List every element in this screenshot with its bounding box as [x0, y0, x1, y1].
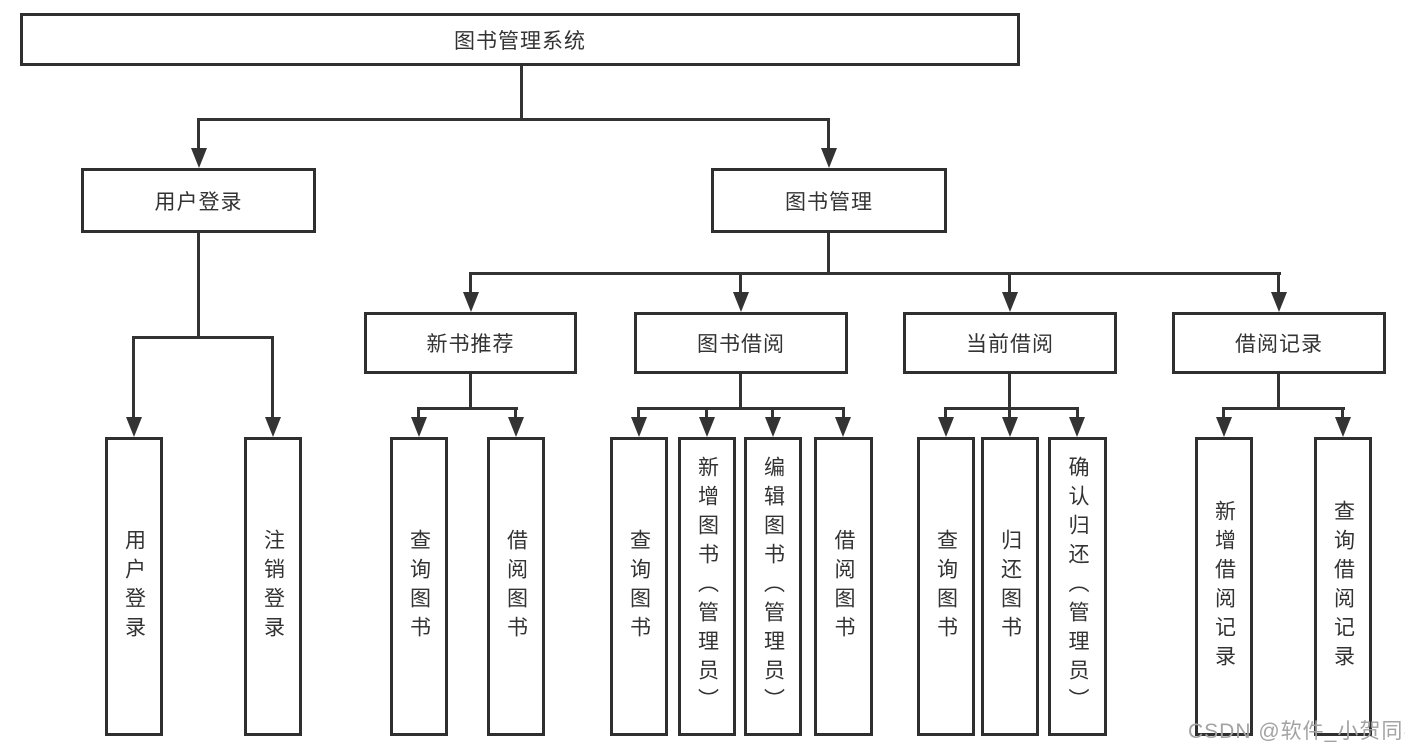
connector-line: [469, 272, 472, 296]
connector-line: [469, 272, 1281, 275]
arrow-down-icon: [1002, 417, 1018, 437]
arrow-down-icon: [411, 417, 427, 437]
arrow-down-icon: [126, 417, 142, 437]
connector-line: [944, 407, 1079, 410]
node-current-borrow: 当前借阅: [903, 312, 1117, 374]
leaf-logout: 注销登录: [244, 437, 302, 736]
arrow-down-icon: [265, 417, 281, 437]
leaf-records-add-record: 新增借阅记录: [1195, 437, 1253, 736]
node-book-borrow: 图书借阅: [634, 312, 848, 374]
leaf-borrow-add-book-admin: 新增图书（管理员）: [678, 437, 736, 736]
node-new-book-recommend: 新书推荐: [364, 312, 577, 374]
connector-line: [1008, 407, 1011, 421]
connector-line: [1222, 407, 1225, 421]
arrow-down-icon: [1002, 292, 1018, 312]
connector-line: [417, 407, 518, 410]
connector-line: [827, 233, 830, 272]
connector-line: [771, 407, 774, 421]
connector-line: [827, 118, 830, 152]
connector-line: [944, 407, 947, 421]
leaf-current-return-book: 归还图书: [981, 437, 1039, 736]
connector-line: [739, 272, 742, 296]
leaf-newbook-query-book: 查询图书: [390, 437, 448, 736]
arrow-down-icon: [1335, 417, 1351, 437]
leaf-borrow-edit-book-admin: 编辑图书（管理员）: [744, 437, 802, 736]
node-borrow-records: 借阅记录: [1172, 312, 1386, 374]
connector-line: [1277, 374, 1280, 407]
arrow-down-icon: [821, 148, 837, 168]
connector-line: [469, 374, 472, 407]
arrow-down-icon: [631, 417, 647, 437]
connector-line: [197, 118, 200, 152]
arrow-down-icon: [733, 292, 749, 312]
connector-line: [132, 336, 274, 339]
leaf-current-query-book: 查询图书: [917, 437, 975, 736]
connector-line: [1008, 272, 1011, 296]
connector-line: [637, 407, 845, 410]
connector-line: [1008, 374, 1011, 407]
connector-line: [705, 407, 708, 421]
connector-line: [271, 336, 274, 421]
arrow-down-icon: [508, 417, 524, 437]
arrow-down-icon: [1216, 417, 1232, 437]
leaf-borrow-borrow-book: 借阅图书: [814, 437, 873, 736]
arrow-down-icon: [765, 417, 781, 437]
arrow-down-icon: [191, 148, 207, 168]
leaf-records-query-record: 查询借阅记录: [1314, 437, 1372, 736]
connector-line: [1076, 407, 1079, 421]
leaf-borrow-query-book: 查询图书: [610, 437, 668, 736]
connector-line: [132, 336, 135, 421]
node-library-system-root: 图书管理系统: [20, 13, 1020, 66]
arrow-down-icon: [699, 417, 715, 437]
arrow-down-icon: [463, 292, 479, 312]
node-book-management: 图书管理: [711, 168, 947, 233]
connector-line: [739, 374, 742, 407]
connector-line: [842, 407, 845, 421]
connector-line: [417, 407, 420, 421]
connector-line: [1277, 272, 1280, 296]
connector-line: [514, 407, 517, 421]
connector-line: [1341, 407, 1344, 421]
arrow-down-icon: [835, 417, 851, 437]
leaf-current-confirm-return-admin: 确认归还（管理员）: [1048, 437, 1107, 736]
connector-line: [197, 118, 830, 121]
arrow-down-icon: [938, 417, 954, 437]
leaf-user-login: 用户登录: [105, 437, 163, 736]
connector-line: [637, 407, 640, 421]
arrow-down-icon: [1271, 292, 1287, 312]
watermark: CSDN @软件_小贺同学: [1188, 720, 1405, 743]
connector-line: [520, 66, 523, 118]
leaf-newbook-borrow-book: 借阅图书: [487, 437, 545, 736]
arrow-down-icon: [1069, 417, 1085, 437]
connector-line: [197, 233, 200, 336]
connector-line: [1222, 407, 1345, 410]
node-user-login: 用户登录: [81, 168, 316, 233]
